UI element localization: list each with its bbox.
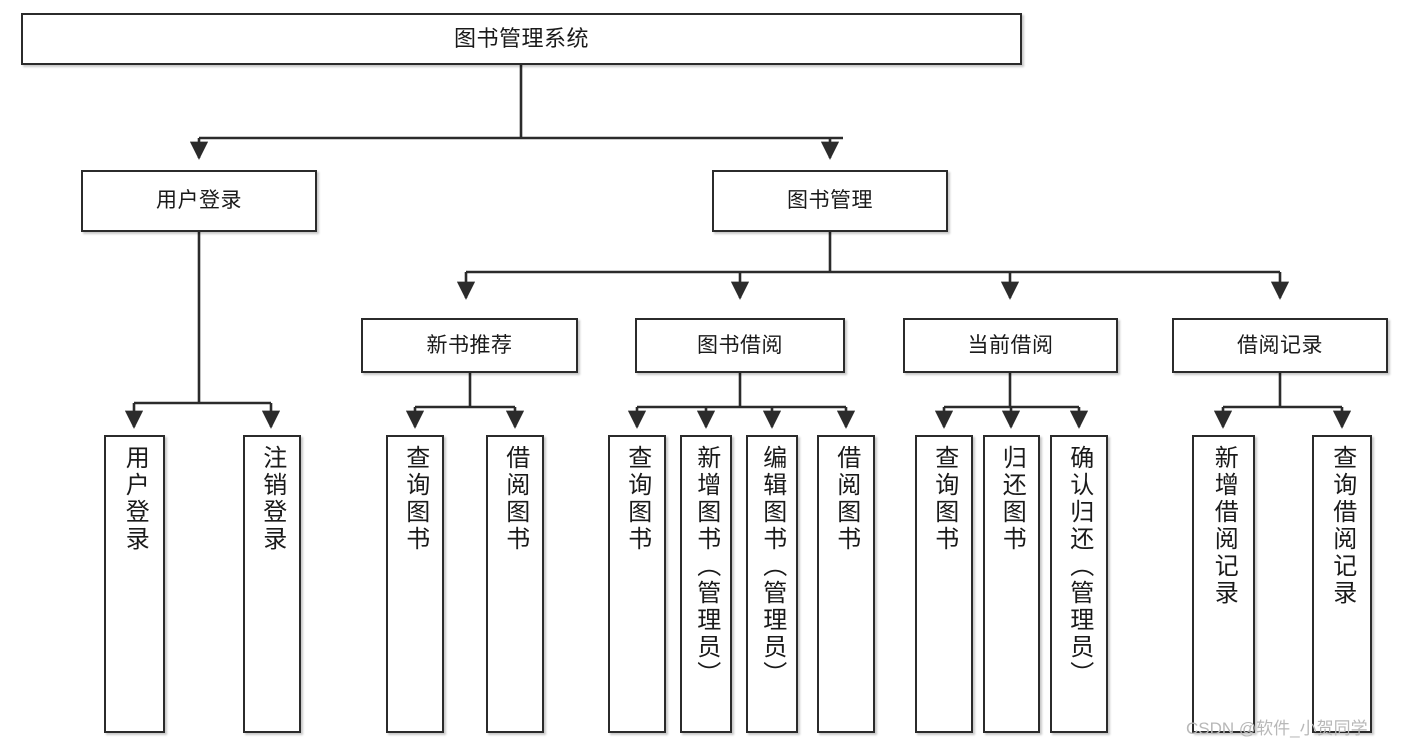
leaf-query-book-current[interactable]: 查询图书 [915,435,973,733]
leaf-confirm-return-admin[interactable]: 确认归还（管理员） [1050,435,1108,733]
node-label: 借阅记录 [1237,333,1323,357]
leaf-return-book[interactable]: 归还图书 [983,435,1040,733]
node-borrow-record[interactable]: 借阅记录 [1172,318,1388,373]
leaf-add-borrow-record[interactable]: 新增借阅记录 [1192,435,1255,733]
node-book-borrow[interactable]: 图书借阅 [635,318,845,373]
node-label: 查询图书 [623,445,651,553]
leaf-borrow-book[interactable]: 借阅图书 [817,435,875,733]
node-label: 用户登录 [156,189,242,213]
node-label: 编辑图书（管理员） [758,445,786,688]
node-label: 查询图书 [930,445,958,553]
leaf-query-borrow-record[interactable]: 查询借阅记录 [1312,435,1372,733]
node-label: 新增图书（管理员） [692,445,720,688]
node-label: 图书管理系统 [453,25,589,51]
leaf-add-book-admin[interactable]: 新增图书（管理员） [680,435,732,733]
node-label: 查询借阅记录 [1328,445,1356,607]
leaf-query-book-recommend[interactable]: 查询图书 [386,435,444,733]
leaf-borrow-book-recommend[interactable]: 借阅图书 [486,435,544,733]
node-label: 借阅图书 [832,445,860,553]
node-label: 借阅图书 [501,445,529,553]
node-label: 归还图书 [998,445,1026,553]
node-label: 确认归还（管理员） [1065,445,1093,688]
node-label: 新书推荐 [426,333,513,357]
leaf-edit-book-admin[interactable]: 编辑图书（管理员） [746,435,798,733]
csdn-watermark: CSDN @软件_小贺同学 [1186,719,1368,738]
node-label: 图书借阅 [697,333,783,357]
node-label: 注销登录 [258,445,286,553]
leaf-user-login[interactable]: 用户登录 [104,435,165,733]
node-root-system[interactable]: 图书管理系统 [21,13,1022,65]
node-label: 当前借阅 [967,333,1054,357]
node-new-book-recommend[interactable]: 新书推荐 [361,318,578,373]
node-label: 查询图书 [401,445,429,553]
node-label: 用户登录 [121,445,149,553]
leaf-query-book-borrow[interactable]: 查询图书 [608,435,666,733]
node-current-borrow[interactable]: 当前借阅 [903,318,1118,373]
leaf-logout[interactable]: 注销登录 [243,435,301,733]
node-user-login[interactable]: 用户登录 [81,170,317,232]
node-label: 图书管理 [787,189,873,213]
node-label: 新增借阅记录 [1210,445,1238,607]
node-book-manage[interactable]: 图书管理 [712,170,948,232]
